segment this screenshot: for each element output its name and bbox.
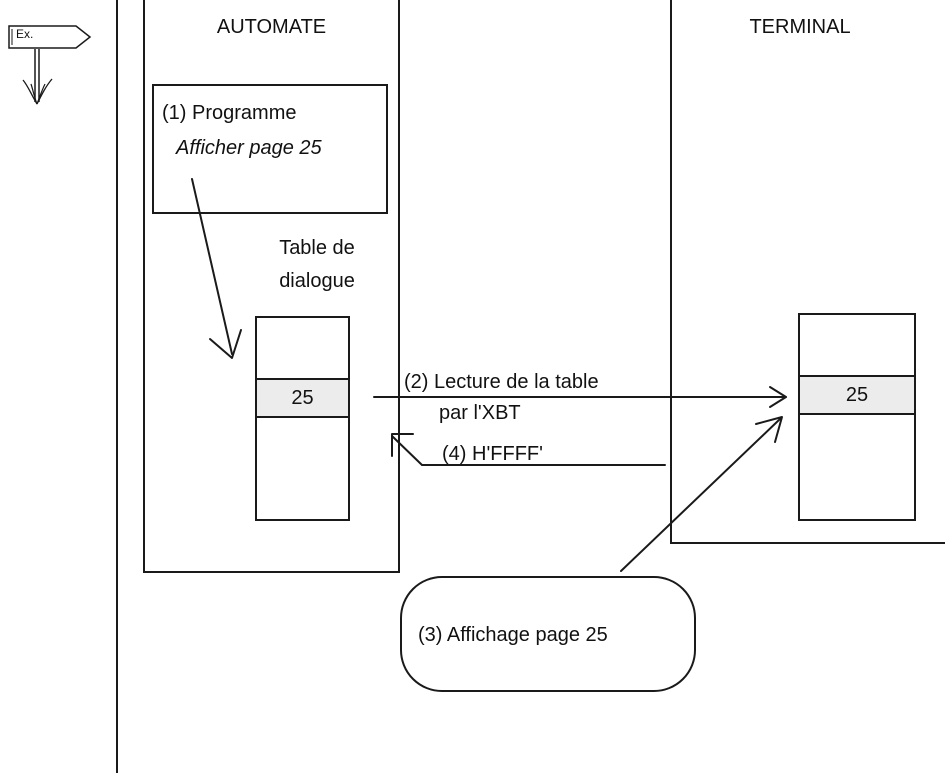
automate-panel (143, 0, 400, 573)
display-to-terminal-arrow (620, 418, 781, 572)
terminal-table: 25 (798, 313, 916, 521)
display-bubble-text: (3) Affichage page 25 (418, 624, 608, 646)
program-instruction: Afficher page 25 (176, 137, 322, 159)
program-title: (1) Programme (162, 102, 297, 124)
margin-rule (116, 0, 118, 773)
ack-arrow (391, 435, 666, 466)
terminal-table-row: 25 (800, 375, 914, 415)
example-signpost-icon: Ex. (6, 22, 96, 112)
dialogue-table-cell-value: 25 (291, 387, 314, 409)
example-tag: Ex. (16, 27, 34, 41)
table-read-arrowhead (769, 386, 787, 408)
display-to-terminal-arrowhead (755, 416, 783, 443)
program-box (152, 84, 388, 214)
automate-title: AUTOMATE (216, 16, 327, 38)
dialogue-table: 25 (255, 316, 350, 521)
dialogue-table-label-line1: Table de (279, 237, 355, 259)
program-to-table-arrow (191, 178, 233, 355)
table-read-label-line1: (2) Lecture de la table (404, 371, 599, 393)
dialogue-table-label-line2: dialogue (279, 270, 355, 292)
dialogue-table-row: 25 (257, 378, 348, 418)
terminal-panel (670, 0, 945, 544)
program-to-table-arrowhead (209, 329, 242, 359)
terminal-table-cell-value: 25 (845, 384, 869, 406)
ack-arrowhead (391, 433, 414, 457)
terminal-title: TERMINAL (749, 16, 851, 38)
display-bubble (400, 576, 696, 692)
table-read-label-line2: par l'XBT (439, 402, 521, 424)
ack-label: (4) H'FFFF' (442, 443, 543, 465)
